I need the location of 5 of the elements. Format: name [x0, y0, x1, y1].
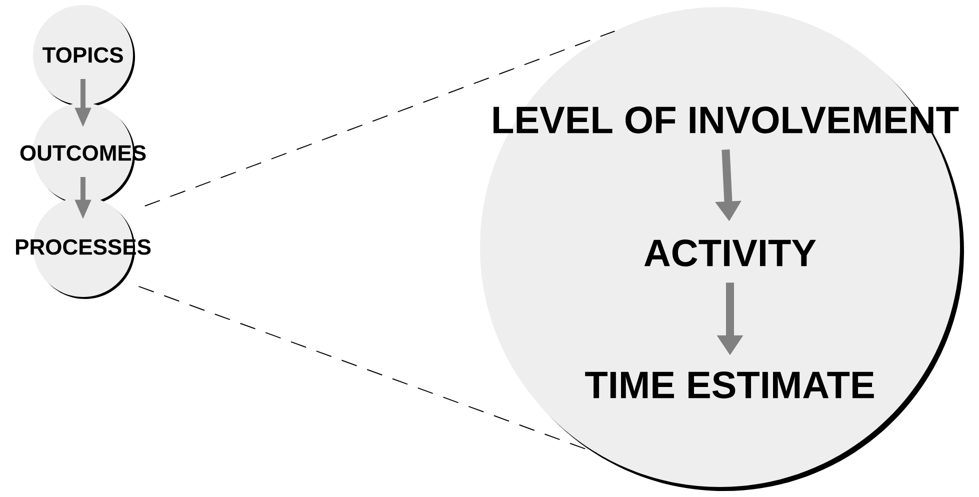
dashed-line — [138, 286, 597, 454]
step-label: TIME ESTIMATE — [585, 372, 874, 398]
circle-node — [480, 7, 964, 491]
step-label: ACTIVITY — [644, 240, 816, 266]
dashed-line — [144, 30, 616, 206]
